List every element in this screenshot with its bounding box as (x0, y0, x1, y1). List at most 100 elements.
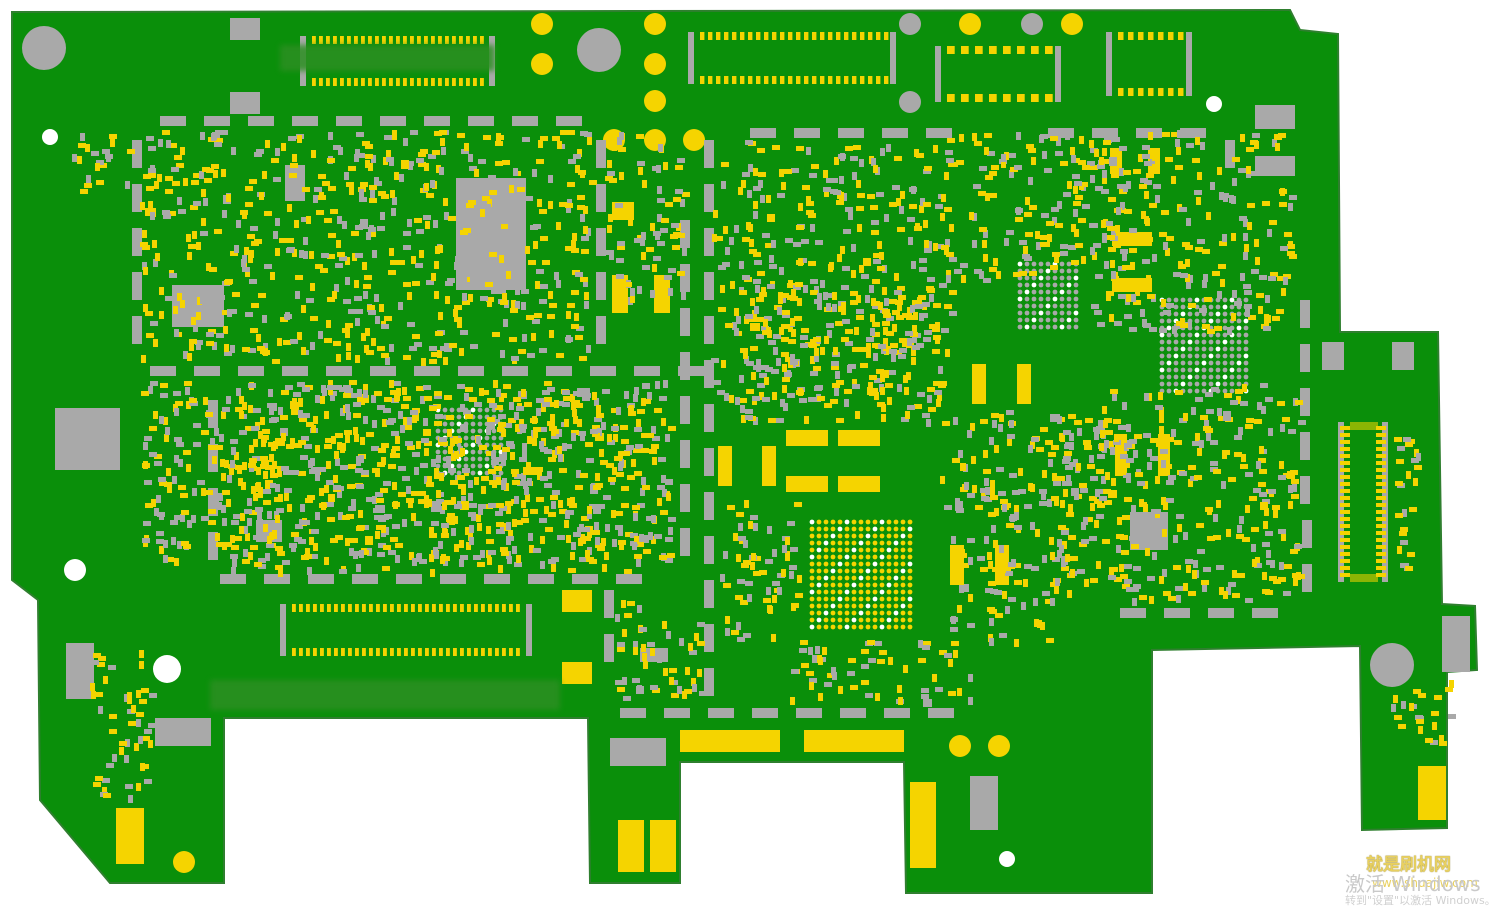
passive-component (748, 521, 753, 529)
passive-component (276, 508, 284, 513)
passive-component (964, 584, 969, 592)
bga-ball (893, 582, 899, 588)
shield-segment (204, 116, 230, 126)
passive-component (193, 442, 201, 447)
passive-component (333, 145, 341, 150)
passive-component (814, 299, 822, 304)
test-pad (949, 735, 971, 757)
bga-ball (1243, 297, 1249, 303)
bga-ball (837, 526, 843, 532)
passive-component (996, 467, 1004, 472)
bga-ball (900, 561, 906, 567)
passive-component (235, 407, 243, 412)
passive-component (652, 166, 660, 171)
passive-component (938, 383, 946, 388)
passive-component (1212, 271, 1220, 276)
passive-component (1029, 205, 1037, 210)
passive-component (789, 571, 794, 579)
passive-component (1159, 446, 1167, 451)
shield-segment (1302, 564, 1312, 592)
bga-ball (1229, 367, 1235, 373)
passive-component (186, 234, 191, 242)
bga-ball (1045, 324, 1051, 330)
passive-component (1237, 573, 1245, 578)
passive-component (860, 363, 868, 368)
bga-ball (1208, 311, 1214, 317)
passive-component (1028, 177, 1033, 185)
bga-ball (1229, 339, 1235, 345)
shield-segment (704, 360, 714, 388)
connector-pin (1373, 574, 1374, 582)
passive-component (566, 205, 571, 213)
passive-component (215, 138, 223, 143)
passive-component (1178, 264, 1186, 269)
passive-component (486, 539, 494, 544)
bga-ball (879, 603, 885, 609)
passive-component (410, 130, 418, 135)
passive-component (1262, 499, 1270, 504)
passive-component (390, 390, 398, 395)
passive-component (391, 431, 399, 436)
bga-ball (830, 568, 836, 574)
bga-ball (1236, 311, 1242, 317)
passive-component (1205, 392, 1213, 397)
bga-ball (809, 603, 815, 609)
passive-component (592, 530, 600, 535)
bga-ball (1166, 353, 1172, 359)
passive-component (585, 442, 593, 447)
passive-component (753, 168, 758, 176)
passive-component (660, 282, 668, 287)
passive-component (717, 390, 725, 395)
passive-component (888, 370, 896, 375)
passive-component (889, 202, 897, 207)
passive-component (328, 186, 336, 191)
bga-ball (477, 421, 483, 427)
bga-ball (1180, 360, 1186, 366)
passive-component (414, 521, 422, 526)
passive-component (1210, 461, 1218, 466)
passive-component (657, 241, 665, 246)
passive-component (894, 156, 902, 161)
passive-component (739, 261, 744, 269)
passive-component (762, 233, 770, 238)
connector-pin (1376, 510, 1386, 514)
passive-component (216, 333, 224, 338)
passive-component (143, 174, 151, 179)
passive-component (842, 193, 847, 201)
passive-component (1093, 243, 1101, 248)
passive-component (288, 136, 296, 141)
passive-component (823, 187, 831, 192)
passive-component (530, 470, 538, 475)
passive-component (944, 304, 952, 309)
bga-ball (851, 603, 857, 609)
passive-component (150, 381, 158, 386)
passive-component (721, 360, 726, 368)
passive-component (921, 694, 929, 699)
passive-component (231, 447, 236, 455)
passive-component (533, 430, 538, 438)
passive-component (383, 408, 391, 413)
passive-component (103, 793, 111, 798)
passive-component (355, 149, 360, 157)
passive-component (242, 462, 247, 470)
passive-component (955, 501, 963, 506)
passive-component (223, 195, 228, 203)
shield-segment (678, 366, 704, 376)
passive-component (375, 469, 380, 477)
passive-component (857, 193, 865, 198)
passive-component (417, 553, 422, 561)
bga-ball (1208, 353, 1214, 359)
passive-component (1090, 476, 1098, 481)
passive-component (187, 252, 192, 260)
power-pad (762, 446, 776, 486)
bga-ball (477, 414, 483, 420)
passive-component (291, 532, 299, 537)
passive-component (790, 318, 795, 326)
passive-component (630, 295, 635, 303)
bga-ball (1194, 339, 1200, 345)
passive-component (1149, 203, 1157, 208)
passive-component (1234, 435, 1242, 440)
passive-component (939, 650, 947, 655)
passive-component (615, 680, 623, 685)
connector-pin (1350, 422, 1351, 430)
